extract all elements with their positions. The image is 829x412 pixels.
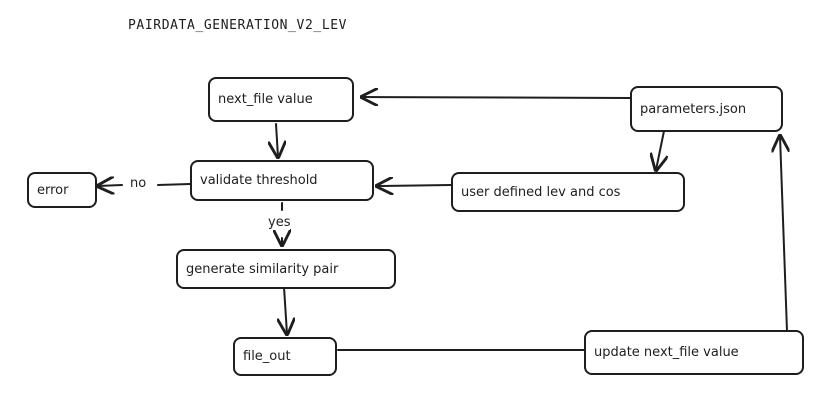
node-next-file-value-label: next_file value [218,92,313,107]
node-parameters-json-label: parameters.json [640,101,747,117]
node-error: error [27,172,97,208]
arrow-generate-to-file-out [284,286,287,334]
arrow-next-file-to-validate [276,123,278,157]
arrow-params-to-next-file [362,97,631,98]
node-error-label: error [37,182,69,198]
node-update-next-file-value: update next_file value [584,330,804,375]
node-generate-similarity-pair: generate similarity pair [176,249,396,289]
node-next-file-value: next_file value [208,77,354,122]
arrow-validate-to-error-head [98,185,123,186]
node-update-next-file-value-label: update next_file value [594,345,739,360]
arrow-params-to-user-defined [656,130,664,170]
arrow-user-defined-to-validate [377,185,452,186]
node-file-out: file_out [233,337,337,376]
diagram-title: PAIRDATA_GENERATION_V2_LEV [128,18,348,33]
node-validate-threshold-label: validate threshold [200,173,318,188]
node-generate-similarity-pair-label: generate similarity pair [186,261,339,277]
node-file-out-label: file_out [243,349,291,364]
node-user-defined: user defined lev and cos [451,172,685,212]
arrow-validate-to-error [157,183,191,186]
node-user-defined-label: user defined lev and cos [461,184,621,200]
arrow-update-to-params [780,136,787,332]
edge-label-no: no [130,176,147,191]
node-validate-threshold: validate threshold [190,160,374,201]
node-parameters-json: parameters.json [630,86,783,132]
edge-label-yes: yes [268,215,291,230]
